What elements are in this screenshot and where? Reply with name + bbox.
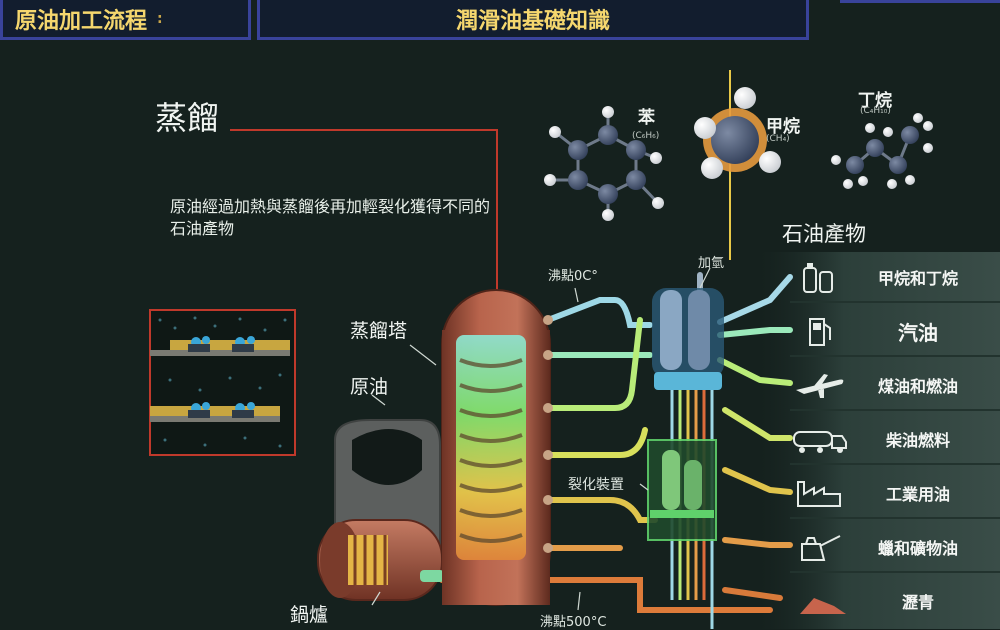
tab-lubricant-basics[interactable]: 潤滑油基礎知識 [257, 0, 809, 40]
tower-label: 蒸餾塔 [350, 320, 408, 342]
butane-molecule [831, 113, 933, 189]
factory-icon [797, 481, 841, 507]
product-label: 汽油 [898, 320, 938, 345]
product-label: 柴油燃料 [885, 431, 950, 450]
hydrogen-label: 加氫 [698, 256, 725, 271]
description-text: 原油經過加熱與蒸餾後再加輕裂化獲得不同的石油產物 [170, 197, 491, 238]
boil-high-label: 沸點500°C [540, 615, 607, 630]
product-row: 蠟和礦物油 [770, 522, 1000, 572]
tanker-truck-icon [793, 431, 847, 453]
boil-low-label: 沸點0C° [548, 269, 598, 284]
tab-mark: : [157, 10, 163, 27]
product-row: 柴油燃料 [770, 414, 1000, 464]
oil-can-icon [801, 535, 841, 561]
asphalt-pile-icon [800, 598, 846, 614]
butane-formula: (C₄H₁₀) [860, 106, 891, 116]
product-row: 工業用油 [770, 468, 1000, 518]
benzene-molecule [544, 106, 664, 221]
product-label: 煤油和燃油 [877, 377, 958, 396]
top-border-strip [840, 0, 1000, 3]
tab-label: 原油加工流程 [15, 8, 148, 34]
fuel-pump-icon [809, 318, 831, 346]
butane-name: 丁烷 [858, 91, 892, 111]
product-label: 甲烷和丁烷 [877, 269, 958, 288]
product-row: 煤油和燃油 [770, 360, 1000, 410]
gas-canister-icon [803, 263, 833, 293]
products-title: 石油產物 [782, 222, 866, 246]
product-row: 甲烷和丁烷 [770, 252, 1000, 302]
products-panel: 甲烷和丁烷 汽油 煤油和燃油 柴油燃料 [770, 252, 1000, 629]
product-row: 汽油 [770, 306, 1000, 356]
methane-name: 甲烷 [766, 117, 800, 137]
cracker-label: 裂化裝置 [568, 477, 624, 493]
product-row: 瀝青 [770, 576, 1000, 626]
tab-label: 潤滑油基礎知識 [455, 8, 610, 34]
airplane-icon [796, 374, 844, 398]
product-label: 瀝青 [901, 593, 934, 612]
methane-formula: (CH₄) [766, 134, 790, 144]
section-title: 蒸餾 [155, 99, 220, 137]
methane-molecule [694, 87, 781, 179]
furnace-label: 鍋爐 [290, 604, 329, 626]
crude-label: 原油 [350, 376, 389, 398]
benzene-formula: (C₆H₆) [632, 131, 660, 141]
product-label: 工業用油 [885, 485, 950, 504]
benzene-name: 苯 [638, 108, 655, 128]
tab-crude-oil-process[interactable]: 原油加工流程 : [0, 0, 251, 40]
product-label: 蠟和礦物油 [877, 539, 958, 558]
